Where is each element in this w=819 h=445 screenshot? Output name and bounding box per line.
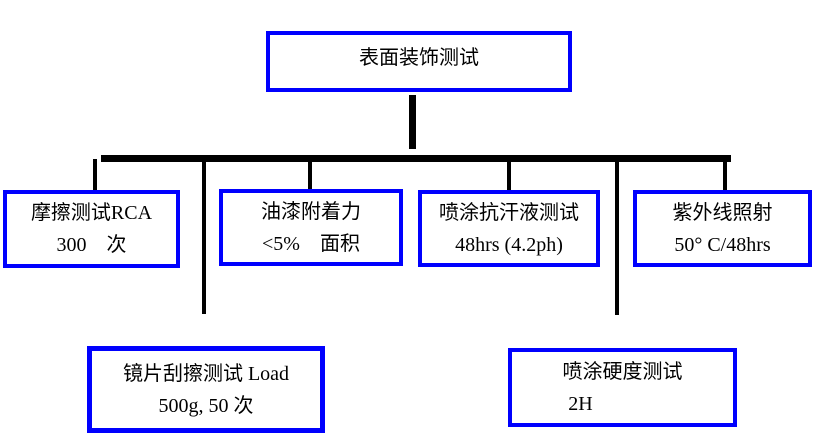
node-rca-friction-test: 摩擦测试RCA 300 次 (3, 190, 180, 268)
node-line2: 50° C/48hrs (674, 233, 771, 256)
node-coating-hardness-test: 喷涂硬度测试 2H (508, 348, 737, 427)
node-line2: <5% 面积 (262, 232, 360, 255)
connector-drop-uv (723, 160, 727, 190)
node-line1: 喷涂硬度测试 (562, 360, 683, 383)
node-line1: 摩擦测试RCA (30, 202, 153, 224)
node-paint-adhesion: 油漆附着力 <5% 面积 (219, 189, 403, 266)
node-lens-scratch-test: 镜片刮擦测试 Load 500g, 50 次 (87, 346, 325, 433)
node-sweat-resistance-test: 喷涂抗汗液测试 48hrs (4.2ph) (418, 190, 600, 267)
node-line2: 500g, 50 次 (158, 394, 254, 417)
connector-drop-lens-scratch (202, 160, 206, 314)
node-line2: 2H (568, 392, 593, 415)
node-line2: 300 次 (56, 234, 127, 256)
connector-drop-sweat-resistance (507, 160, 511, 190)
connector-drop-rca (93, 159, 97, 190)
node-title: 表面装饰测试 (359, 46, 479, 69)
node-line1: 油漆附着力 (261, 200, 361, 223)
node-line2: 48hrs (4.2ph) (455, 233, 563, 256)
node-line1: 镜片刮擦测试 Load (122, 362, 290, 385)
connector-main-horizontal (101, 155, 731, 162)
node-uv-exposure: 紫外线照射 50° C/48hrs (633, 190, 812, 267)
connector-drop-paint-adhesion (308, 160, 312, 189)
node-surface-decoration-test: 表面装饰测试 (266, 31, 572, 92)
connector-root-stem (409, 95, 416, 149)
node-line1: 喷涂抗汗液测试 (439, 201, 579, 224)
node-line1: 紫外线照射 (672, 201, 773, 224)
connector-drop-coating-hardness (615, 160, 619, 315)
